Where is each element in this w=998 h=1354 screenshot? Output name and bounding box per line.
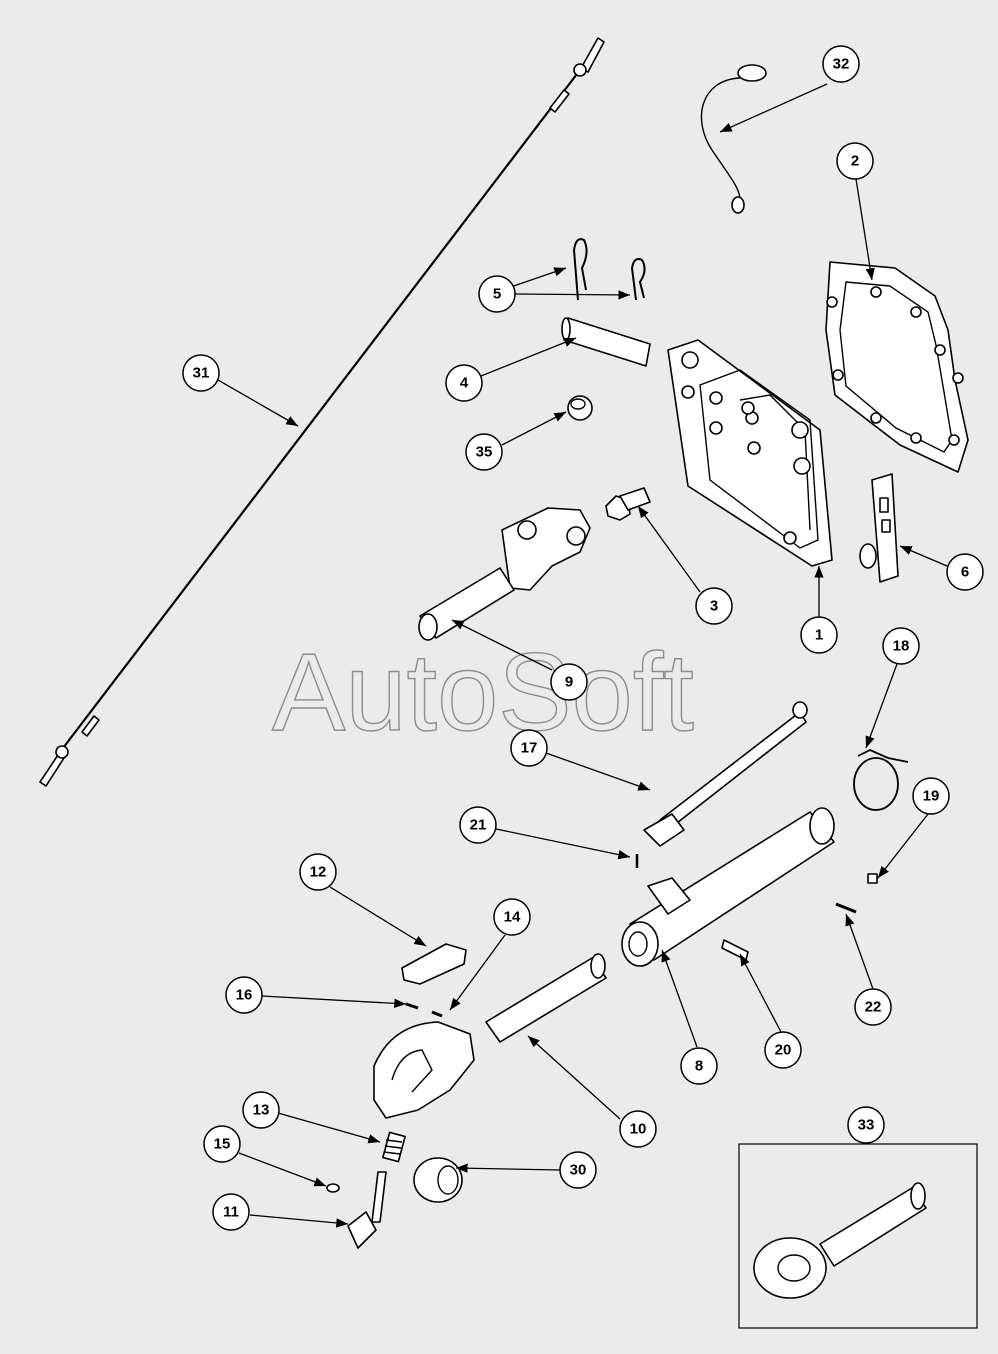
part-17-shaft: [643, 701, 808, 847]
svg-text:16: 16: [236, 987, 253, 1004]
svg-text:1: 1: [815, 627, 823, 644]
svg-text:13: 13: [253, 1102, 270, 1119]
part-6-plate: [859, 473, 899, 583]
part-19-nut: [867, 873, 878, 884]
callout-6: 6: [946, 553, 984, 591]
svg-text:9: 9: [565, 674, 573, 691]
callout-17: 17: [510, 729, 548, 767]
callout-9: 9: [550, 663, 588, 701]
svg-text:10: 10: [630, 1121, 647, 1138]
svg-text:15: 15: [214, 1136, 231, 1153]
svg-text:21: 21: [470, 817, 487, 834]
callout-14: 14: [493, 898, 531, 936]
part-13-spring: [382, 1131, 406, 1163]
part-18-spring-clip: [853, 749, 909, 811]
part-11-latch-pin: [347, 1171, 387, 1249]
part-33-inset: [738, 1143, 978, 1329]
part-14-pin: [431, 1010, 443, 1018]
callout-19: 19: [912, 777, 950, 815]
part-9-clevis: [418, 507, 591, 641]
svg-text:4: 4: [460, 375, 469, 392]
part-12-latch: [401, 943, 467, 985]
callout-21: 21: [459, 806, 497, 844]
part-8-sleeve-tube: [621, 807, 835, 967]
callout-4: 4: [445, 364, 483, 402]
svg-text:12: 12: [310, 864, 327, 881]
part-35-bushing: [567, 395, 593, 421]
svg-text:18: 18: [893, 638, 910, 655]
part-20-pin: [721, 939, 749, 961]
part-32-lanyard: [700, 64, 767, 214]
svg-text:2: 2: [851, 153, 859, 170]
svg-text:35: 35: [476, 444, 493, 461]
svg-text:17: 17: [521, 740, 538, 757]
callout-30: 30: [559, 1151, 597, 1189]
svg-text:30: 30: [570, 1162, 587, 1179]
part-30-ball: [413, 1157, 463, 1203]
callout-15: 15: [203, 1125, 241, 1163]
part-16-pin: [405, 1002, 419, 1010]
part-4-pin: [561, 317, 651, 367]
svg-text:31: 31: [193, 365, 210, 382]
part-10-lower-link-end: [373, 953, 607, 1119]
svg-text:8: 8: [695, 1058, 703, 1075]
callout-12: 12: [299, 853, 337, 891]
callout-1: 1: [800, 616, 838, 654]
watermark: AutoSoft: [272, 631, 694, 754]
svg-text:20: 20: [775, 1042, 792, 1059]
callout-11: 11: [212, 1193, 250, 1231]
svg-text:5: 5: [493, 286, 501, 303]
callout-22: 22: [854, 988, 892, 1026]
part-15-pin: [326, 1183, 340, 1193]
callout-20: 20: [764, 1031, 802, 1069]
part-5-hair-pins: [572, 238, 646, 301]
part-1-mounting-bracket: [667, 339, 833, 567]
part-31-check-chain: [39, 37, 605, 787]
callout-8: 8: [680, 1047, 718, 1085]
svg-text:3: 3: [710, 598, 718, 615]
svg-text:19: 19: [923, 788, 940, 805]
callout-31: 31: [182, 354, 220, 392]
callout-2: 2: [836, 142, 874, 180]
part-3-bolt: [605, 487, 651, 521]
svg-text:14: 14: [504, 909, 521, 926]
callout-5: 5: [478, 275, 516, 313]
svg-text:6: 6: [961, 564, 969, 581]
svg-text:22: 22: [865, 999, 882, 1016]
callout-35: 35: [465, 433, 503, 471]
callout-33: 33: [847, 1106, 885, 1144]
svg-text:32: 32: [833, 56, 850, 73]
part-2-gasket: [825, 261, 969, 473]
callout-10: 10: [619, 1110, 657, 1148]
callout-16: 16: [225, 976, 263, 1014]
part-22-roll-pin: [835, 902, 857, 914]
callout-18: 18: [882, 627, 920, 665]
leader-lines: [217, 83, 948, 1228]
callout-13: 13: [242, 1091, 280, 1129]
callout-3: 3: [695, 587, 733, 625]
callout-32: 32: [822, 45, 860, 83]
svg-text:33: 33: [858, 1117, 875, 1134]
svg-text:11: 11: [223, 1204, 239, 1221]
